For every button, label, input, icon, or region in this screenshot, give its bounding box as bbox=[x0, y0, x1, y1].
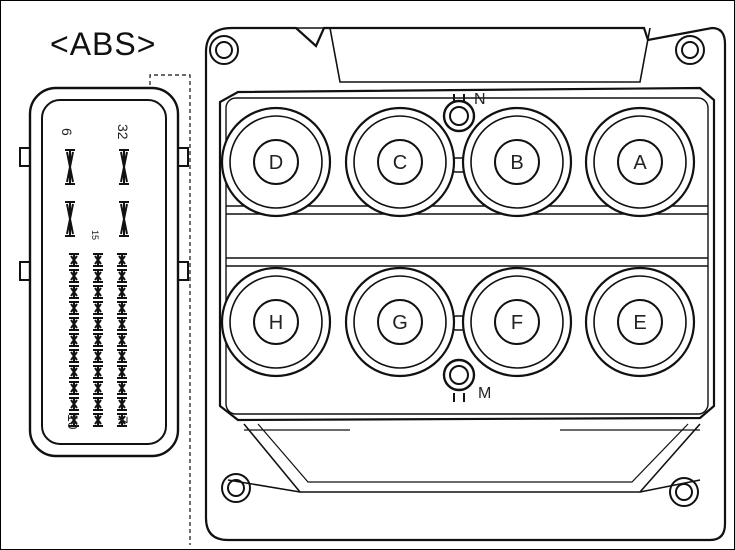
pin-label-32: 32 bbox=[115, 124, 131, 140]
corner-bolt-top-left bbox=[209, 35, 239, 65]
connector-pin bbox=[117, 301, 127, 315]
port-c: C bbox=[344, 106, 456, 218]
connector-pin bbox=[69, 269, 79, 283]
module-ports: D C B A H G F E bbox=[220, 106, 696, 378]
connector-pin bbox=[69, 397, 79, 411]
connector-pin bbox=[93, 301, 103, 315]
corner-bolt-bottom-left bbox=[221, 473, 251, 503]
connector-pin bbox=[93, 285, 103, 299]
corner-bolt-top-right bbox=[675, 35, 705, 65]
connector-pin bbox=[119, 149, 129, 185]
module-top-plate bbox=[296, 27, 651, 83]
port-b: B bbox=[461, 106, 573, 218]
port-f: F bbox=[461, 266, 573, 378]
connector-pin bbox=[69, 365, 79, 379]
connector-latch-left-top bbox=[19, 147, 31, 167]
port-label: D bbox=[269, 152, 283, 174]
connector-pin bbox=[69, 413, 79, 427]
module-housing bbox=[218, 86, 716, 422]
mount-bolt-top bbox=[442, 94, 476, 133]
mount-label-bottom: M bbox=[478, 385, 491, 402]
connector-pin bbox=[69, 381, 79, 395]
connector-pin bbox=[117, 285, 127, 299]
pin-label-7: 7 bbox=[115, 416, 131, 424]
connector-pin bbox=[69, 285, 79, 299]
connector-pin bbox=[93, 333, 103, 347]
connector-pin bbox=[93, 381, 103, 395]
connector-latch-right-bottom bbox=[177, 261, 189, 281]
connector-pin bbox=[93, 413, 103, 427]
port-g: G bbox=[344, 266, 456, 378]
mount-label-top: N bbox=[474, 91, 486, 108]
mount-bolt-bottom bbox=[442, 358, 476, 402]
connector-pin bbox=[69, 317, 79, 331]
abs-module: D C B A H G F E bbox=[204, 26, 727, 542]
connector-pin bbox=[117, 349, 127, 363]
connector-pin bbox=[117, 397, 127, 411]
port-label: G bbox=[392, 312, 408, 334]
connector-pin bbox=[93, 269, 103, 283]
corner-bolt-bottom-right bbox=[669, 477, 699, 507]
connector-pin bbox=[93, 397, 103, 411]
connector-pin bbox=[117, 269, 127, 283]
port-d: D bbox=[220, 106, 332, 218]
connector-inner-shell bbox=[41, 99, 167, 445]
connector-pin bbox=[69, 333, 79, 347]
connector-pin bbox=[93, 349, 103, 363]
connector-pin bbox=[93, 253, 103, 267]
port-a: A bbox=[584, 106, 696, 218]
connector-pin bbox=[117, 317, 127, 331]
connector-pin bbox=[93, 365, 103, 379]
connector-pin bbox=[117, 413, 127, 427]
connector-pin bbox=[65, 149, 75, 185]
connector-latch-left-bottom bbox=[19, 261, 31, 281]
abs-connector bbox=[19, 74, 191, 545]
connector-pin bbox=[69, 301, 79, 315]
diagram-title: <ABS> bbox=[50, 26, 157, 62]
port-label: A bbox=[633, 152, 647, 174]
module-housing-inner bbox=[225, 97, 709, 415]
pin-label-6: 6 bbox=[59, 128, 75, 136]
connector-pin bbox=[69, 253, 79, 267]
connector-pin bbox=[93, 317, 103, 331]
port-label: H bbox=[269, 312, 283, 334]
port-label: C bbox=[393, 152, 407, 174]
port-label: B bbox=[510, 152, 523, 174]
port-label: E bbox=[633, 312, 646, 334]
connector-pin bbox=[69, 349, 79, 363]
connector-pin bbox=[117, 253, 127, 267]
connector-pin bbox=[117, 333, 127, 347]
connector-pin-grid bbox=[65, 149, 129, 427]
connector-pin bbox=[117, 381, 127, 395]
pin-label-15: 15 bbox=[90, 230, 100, 240]
module-bottom-cutout bbox=[243, 423, 701, 493]
port-e: E bbox=[584, 266, 696, 378]
connector-pin bbox=[117, 365, 127, 379]
connector-pin bbox=[119, 201, 129, 237]
module-flange bbox=[204, 26, 727, 542]
connector-pin bbox=[65, 201, 75, 237]
connector-outer-shell bbox=[28, 86, 180, 458]
port-label: F bbox=[511, 312, 523, 334]
pin-label-10: 10 bbox=[65, 414, 81, 430]
connector-latch-right-top bbox=[177, 147, 189, 167]
port-h: H bbox=[220, 266, 332, 378]
